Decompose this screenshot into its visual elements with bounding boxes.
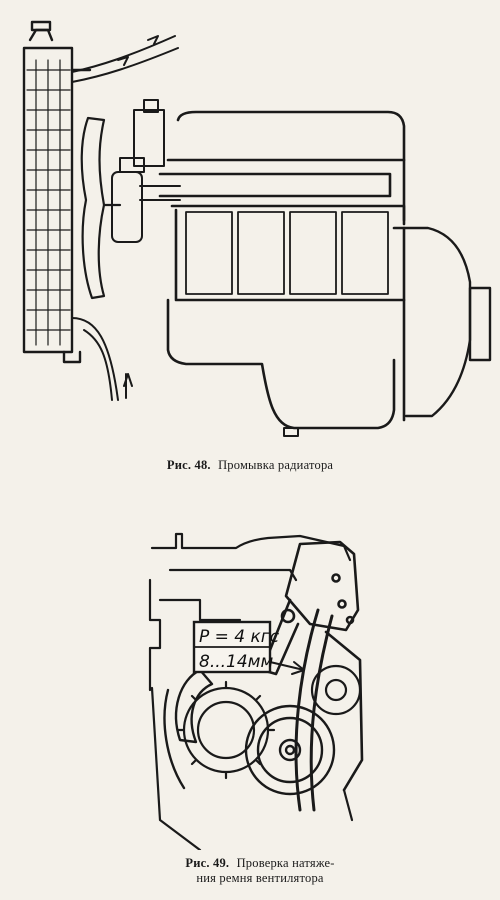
tension-label-box: P = 4 кгс 8...14мм — [192, 620, 280, 674]
radiator-tubes — [26, 59, 71, 346]
upper-hose — [71, 35, 179, 83]
generator-pulley — [310, 664, 362, 716]
engine-block — [158, 110, 406, 430]
deflection-arrow — [269, 661, 305, 675]
cylinders — [185, 211, 389, 295]
fan — [80, 116, 122, 300]
figure-48-number: Рис. 48. — [166, 458, 211, 472]
figure-49: P = 4 кгс 8...14мм — [0, 520, 500, 850]
drain-plug — [283, 427, 299, 437]
pump-pulley — [111, 99, 181, 243]
belt-tension-drawing: P = 4 кгс 8...14мм — [148, 532, 364, 850]
hose — [163, 668, 214, 790]
flywheel-housing — [402, 226, 492, 418]
figure-49-title-line1: Проверка натяже- — [236, 856, 335, 870]
deflection-label: 8...14мм — [199, 652, 273, 672]
figure-48-title: Промывка радиатора — [218, 458, 334, 472]
figure-49-title-line2: ния ремня вентилятора — [196, 871, 324, 885]
pump-pulley-left — [176, 680, 276, 780]
radiator — [22, 20, 92, 364]
figure-48 — [22, 20, 492, 437]
lower-hose — [71, 317, 133, 401]
engine-outline — [148, 532, 354, 850]
figure-49-number: Рис. 49. — [185, 856, 230, 870]
caption-figure-48: Рис. 48. Промывка радиатора — [0, 458, 500, 473]
force-label: P = 4 кгс — [199, 627, 280, 647]
caption-figure-49: Рис. 49. Проверка натяже- ния ремня вент… — [10, 856, 500, 886]
radiator-flushing-drawing — [22, 20, 492, 437]
generator-bracket — [260, 540, 364, 792]
crankshaft-pulley — [244, 704, 336, 796]
